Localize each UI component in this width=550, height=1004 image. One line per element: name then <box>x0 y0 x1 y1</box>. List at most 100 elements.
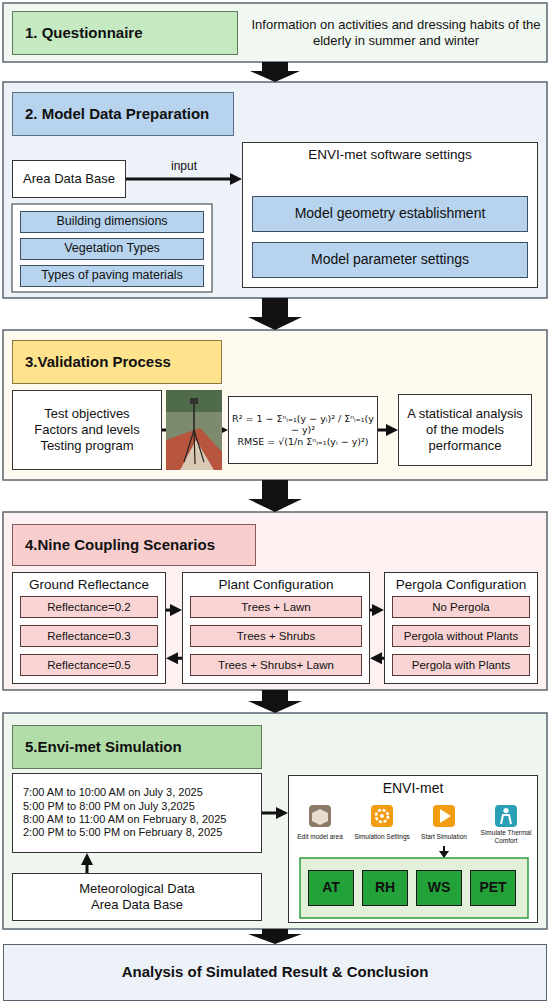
node-text: Plant Configuration <box>187 577 365 593</box>
node-text: Meteorological Data <box>17 881 257 897</box>
photo-ground <box>166 390 222 470</box>
software-panel-fill <box>288 775 538 923</box>
icon-label: Simulation Settings <box>352 829 412 845</box>
node-text: RMSE = √(1/n Σⁿᵢ₌₁(yᵢ − y)²) <box>232 436 374 448</box>
tripod-leg <box>194 430 195 464</box>
node-text: Trees + Shrubs+ Lawn <box>193 658 359 672</box>
flow-arrow <box>86 859 89 873</box>
node-text: WS <box>418 879 460 896</box>
factor-group: Trees + LawnTrees + ShrubsTrees + Shrubs… <box>182 572 370 684</box>
software-box: Model geometry establishmentModel parame… <box>242 142 538 288</box>
node-text: Model parameter settings <box>257 251 523 268</box>
factor-group: Reflectance=0.2Reflectance=0.3Reflectanc… <box>12 572 166 684</box>
step-header: 3.Validation Process <box>12 340 222 384</box>
factor-level: Pergola with Plants <box>392 654 530 676</box>
factor-level: Reflectance=0.3 <box>20 625 158 647</box>
conclusion-box: Analysis of Simulated Result & Conclusio… <box>3 944 547 1001</box>
software-box: ATRHWSPETENVI-met <box>288 775 538 923</box>
node-text: R² = 1 − Σⁿᵢ₌₁(y − yᵢ)² / Σⁿᵢ₌₁(y − y)² <box>232 413 374 436</box>
node-text: ENVI-met software settings <box>247 147 533 163</box>
node-text: Trees + Shrubs <box>193 629 359 643</box>
comfort-icon <box>503 808 508 813</box>
factor-level: Trees + Shrubs <box>190 625 362 647</box>
test-box: Test objectivesFactors and levelsTesting… <box>12 390 162 470</box>
step-arrow <box>248 690 302 713</box>
settings-icon <box>380 814 384 818</box>
flow-arrow <box>172 657 182 660</box>
output-box: PET <box>470 870 516 906</box>
node-text: PET <box>472 879 514 896</box>
node-text: Model geometry establishment <box>257 205 523 222</box>
node-text: 4.Nine Coupling Scenarios <box>25 536 243 554</box>
node-text: Trees + Lawn <box>193 600 359 614</box>
node-text: Area Data Base <box>17 897 257 913</box>
node-text: Test objectives <box>17 406 157 422</box>
settings-icon <box>376 810 388 822</box>
node-text: 7:00 AM to 10:00 AM on July 3, 2025 <box>23 786 251 799</box>
node-text: Analysis of Simulated Result & Conclusio… <box>8 963 542 981</box>
flow-arrow <box>126 178 236 181</box>
formula-box: R² = 1 − Σⁿᵢ₌₁(y − yᵢ)² / Σⁿᵢ₌₁(y − y)²R… <box>228 396 378 464</box>
section-panel <box>3 512 547 690</box>
inner-arrow <box>443 846 445 851</box>
node-text: Pergola Configuration <box>389 577 533 593</box>
section-panel <box>3 713 547 929</box>
photo-pavement <box>180 440 214 470</box>
node-text: 3.Validation Process <box>25 353 209 371</box>
output-box: RH <box>362 870 408 906</box>
node-text: RH <box>364 879 406 896</box>
node-text: Area Data Base <box>17 171 121 187</box>
sensor-head <box>190 398 198 404</box>
node-text: Reflectance=0.3 <box>23 629 155 643</box>
node-text: Testing program <box>17 438 157 454</box>
data-item: Types of paving materials <box>20 265 204 287</box>
output-box: WS <box>416 870 462 906</box>
step-arrow <box>250 62 300 82</box>
section-panel <box>3 3 547 62</box>
comfort-icon <box>501 815 511 824</box>
step-header: 4.Nine Coupling Scenarios <box>12 524 256 566</box>
description-text: Information on activities and dressing h… <box>250 11 542 55</box>
start-icon <box>433 805 455 827</box>
step-arrow <box>248 480 302 512</box>
data-box: Area Data Base <box>12 160 126 198</box>
edit-icon <box>309 805 331 827</box>
flow-arrow <box>262 812 282 815</box>
field-photo <box>166 390 222 470</box>
factor-group: No PergolaPergola without PlantsPergola … <box>384 572 538 684</box>
flow-arrow <box>162 429 222 432</box>
tripod-leg <box>194 430 204 462</box>
node-text: 1. Questionnaire <box>25 24 225 42</box>
step-header: 5.Envi-met Simulation <box>12 725 262 769</box>
input-box: Meteorological DataArea Data Base <box>12 873 262 921</box>
node-text: 2. Model Data Preparation <box>25 105 221 123</box>
tool-icons <box>309 805 517 827</box>
settings-icon <box>371 805 393 827</box>
node-text: Reflectance=0.2 <box>23 600 155 614</box>
setting-box: Model parameter settings <box>252 242 528 278</box>
node-text: No Pergola <box>395 600 527 614</box>
node-text: Factors and levels <box>17 422 157 438</box>
factor-level: Reflectance=0.2 <box>20 596 158 618</box>
edge-label: input <box>144 159 224 173</box>
inner-arrow <box>439 851 449 858</box>
photo-trees <box>166 390 222 412</box>
item-group-frame <box>12 204 212 292</box>
icon-label: Simulate Thermal Comfort <box>476 829 536 845</box>
node-text: Vegetation Types <box>23 241 201 256</box>
data-item: Building dimensions <box>20 211 204 233</box>
step-header: 1. Questionnaire <box>12 11 238 55</box>
node-text: Ground Reflectance <box>17 577 161 593</box>
output-box: AT <box>308 870 354 906</box>
data-item: Vegetation Types <box>20 238 204 260</box>
comfort-icon <box>495 805 517 827</box>
node-text: Pergola without Plants <box>395 629 527 643</box>
node-text: 5.Envi-met Simulation <box>25 738 249 756</box>
flow-arrow <box>378 429 392 432</box>
step-arrow <box>248 298 302 330</box>
node-text: A statistical analysis of the models per… <box>403 406 527 454</box>
output-group-frame <box>300 858 528 918</box>
factor-level: No Pergola <box>392 596 530 618</box>
photo-pavement <box>166 428 222 470</box>
